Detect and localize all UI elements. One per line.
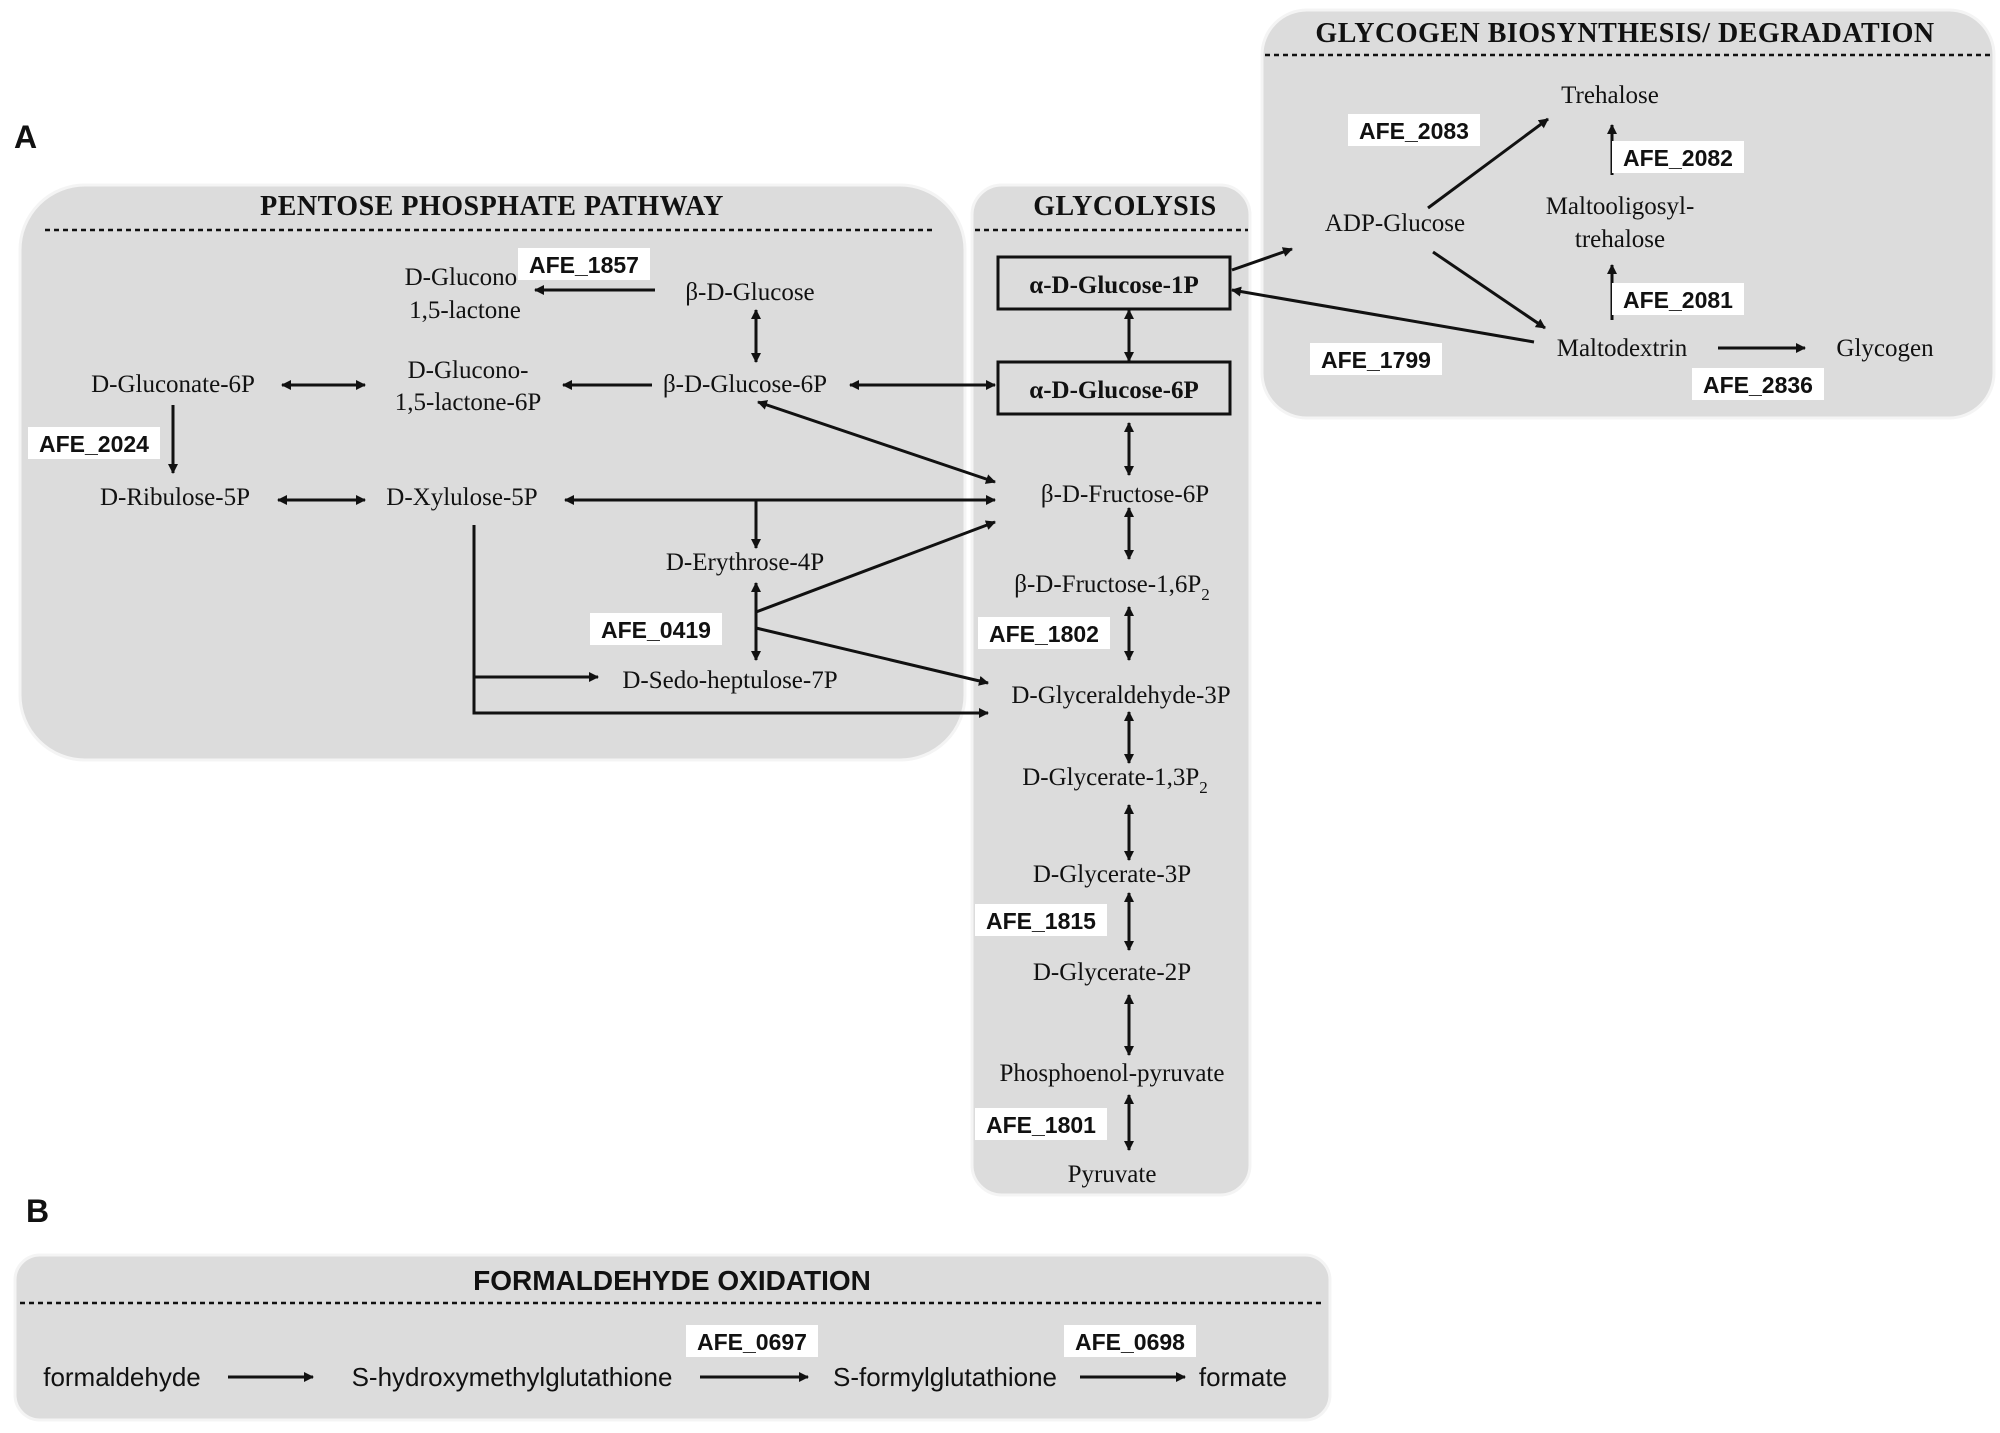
metabolite-d-sedoheptulose-7p: D-Sedo-heptulose-7P — [622, 667, 837, 694]
metabolite-beta-d-glucose: β-D-Glucose — [685, 279, 814, 306]
enzyme-afe-0419-bg — [590, 613, 722, 645]
metabolite-beta-d-fructose-16p2: β-D-Fructose-1,6P2 — [1014, 571, 1210, 604]
section-title-formaldehyde: FORMALDEHYDE OXIDATION — [473, 1265, 871, 1296]
enzyme-afe-2836: AFE_2836 — [1703, 372, 1813, 398]
metabolite-formaldehyde: formaldehyde — [43, 1362, 201, 1392]
enzyme-afe-2083: AFE_2083 — [1359, 118, 1469, 144]
arrow-xylulose-to-glyceraldehyde3p — [472, 677, 989, 718]
metabolite-d-erythrose-4p: D-Erythrose-4P — [666, 549, 824, 576]
arrow-maltodextrin-to-glucose1p — [1231, 286, 1535, 344]
enzyme-afe-1799-bg — [1310, 343, 1442, 375]
section-title-glycolysis: GLYCOLYSIS — [1033, 191, 1216, 222]
arrow-glucose1p-to-adp-glucose — [1231, 247, 1293, 272]
enzyme-afe-2083-bg — [1348, 114, 1480, 146]
metabolite-alpha-d-glucose-6p: α-D-Glucose-6P — [1029, 377, 1198, 404]
metabolite-d-ribulose-5p: D-Ribulose-5P — [100, 484, 250, 511]
enzyme-afe-1799: AFE_1799 — [1321, 347, 1431, 373]
metabolite-phosphoenol-pyruvate: Phosphoenol-pyruvate — [1000, 1060, 1225, 1087]
enzyme-afe-0698: AFE_0698 — [1075, 1329, 1185, 1355]
arrow-glucose6p-fructose6p — [757, 400, 996, 484]
arrow-adp-glucose-to-trehalose — [1427, 117, 1549, 210]
metabolite-d-glyceraldehyde-3p: D-Glyceraldehyde-3P — [1011, 682, 1230, 709]
metabolite-adp-glucose: ADP-Glucose — [1325, 210, 1465, 237]
metabolite-s-hydroxymethylglutathione: S-hydroxymethylglutathione — [352, 1362, 673, 1392]
enzyme-afe-1802: AFE_1802 — [989, 621, 1099, 647]
metabolite-trehalose: Trehalose — [1561, 82, 1659, 109]
enzyme-afe-0697-bg — [686, 1325, 818, 1357]
metabolite-d-glycerate-13p2: D-Glycerate-1,3P2 — [1022, 764, 1208, 797]
metabolite-d-glycerate-3p: D-Glycerate-3P — [1033, 861, 1191, 888]
metabolite-d-glucono-lactone-6p-line2: 1,5-lactone-6P — [395, 389, 541, 416]
enzyme-afe-1815-bg — [975, 904, 1107, 936]
metabolite-s-formylglutathione: S-formylglutathione — [833, 1362, 1057, 1392]
metabolite-maltooligosyl-line1: Maltooligosyl- — [1546, 193, 1695, 220]
highlight-alpha-d-glucose-1p — [996, 255, 1232, 311]
enzyme-afe-2024: AFE_2024 — [39, 431, 149, 457]
enzyme-afe-2081: AFE_2081 — [1623, 287, 1733, 313]
enzyme-afe-1801: AFE_1801 — [986, 1112, 1096, 1138]
enzyme-afe-1857: AFE_1857 — [529, 252, 639, 278]
metabolite-beta-d-fructose-16p2-base: β-D-Fructose-1,6P — [1014, 571, 1201, 598]
metabolite-d-glycerate-2p: D-Glycerate-2P — [1033, 959, 1191, 986]
section-title-pentose: PENTOSE PHOSPHATE PATHWAY — [260, 191, 724, 222]
enzyme-afe-2081-bg — [1612, 283, 1744, 315]
panel-letter-b: B — [26, 1193, 49, 1229]
enzyme-afe-2082: AFE_2082 — [1623, 145, 1733, 171]
metabolite-formate: formate — [1199, 1362, 1287, 1392]
metabolite-d-gluconate-6p: D-Gluconate-6P — [91, 371, 255, 398]
section-title-glycogen: GLYCOGEN BIOSYNTHESIS/ DEGRADATION — [1315, 18, 1934, 49]
panel-letter-a: A — [14, 119, 37, 155]
enzyme-afe-2024-bg — [28, 427, 160, 459]
enzyme-afe-2082-bg — [1612, 141, 1744, 173]
enzyme-afe-2836-bg — [1692, 368, 1824, 400]
arrow-to-glyceraldehyde3p-from-transketolase — [755, 626, 989, 686]
enzyme-afe-0698-bg — [1064, 1325, 1196, 1357]
enzyme-afe-1801-bg — [975, 1108, 1107, 1140]
metabolite-d-glucono-lactone-line1: D-Glucono- — [405, 264, 526, 291]
metabolite-beta-d-fructose-16p2-subscript: 2 — [1201, 585, 1210, 604]
metabolite-glycogen: Glycogen — [1836, 335, 1934, 362]
metabolite-beta-d-fructose-6p: β-D-Fructose-6P — [1041, 481, 1209, 508]
metabolite-d-xylulose-5p: D-Xylulose-5P — [386, 484, 537, 511]
metabolite-d-glucono-lactone-6p-line1: D-Glucono- — [408, 357, 529, 384]
highlight-alpha-d-glucose-6p — [996, 360, 1232, 416]
metabolite-d-glycerate-13p2-base: D-Glycerate-1,3P — [1022, 764, 1199, 791]
glycogen-box — [1260, 8, 1996, 420]
enzyme-afe-1802-bg — [978, 617, 1110, 649]
glycolysis-box — [970, 183, 1252, 1197]
metabolite-alpha-d-glucose-1p: α-D-Glucose-1P — [1029, 272, 1198, 299]
arrow-adp-glucose-to-maltodextrin — [1432, 250, 1546, 330]
enzyme-afe-0419: AFE_0419 — [601, 617, 711, 643]
metabolite-maltodextrin: Maltodextrin — [1557, 335, 1688, 362]
enzyme-afe-1857-bg — [518, 248, 650, 280]
metabolite-maltooligosyl-line2: trehalose — [1575, 226, 1665, 253]
enzyme-afe-1815: AFE_1815 — [986, 908, 1096, 934]
metabolite-d-glycerate-13p2-subscript: 2 — [1199, 778, 1208, 797]
arrow-to-fructose6p-from-transketolase — [755, 520, 996, 614]
metabolite-d-glucono-lactone-line2: 1,5-lactone — [409, 297, 521, 324]
metabolite-pyruvate: Pyruvate — [1068, 1161, 1157, 1188]
metabolite-beta-d-glucose-6p: β-D-Glucose-6P — [663, 371, 827, 398]
formaldehyde-box — [13, 1253, 1332, 1422]
enzyme-afe-0697: AFE_0697 — [697, 1329, 807, 1355]
